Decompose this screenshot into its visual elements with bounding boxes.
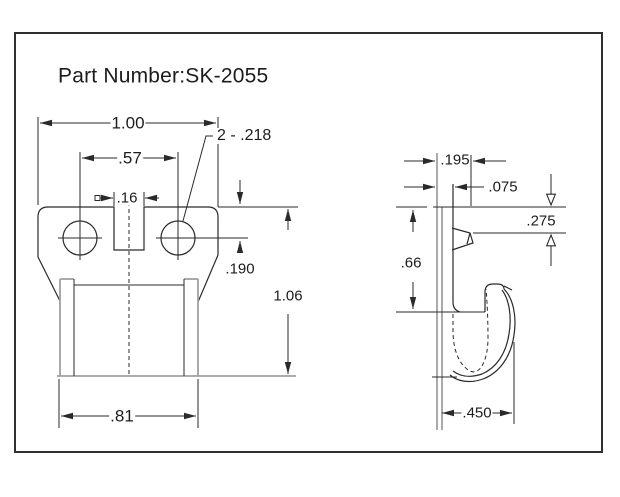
dim-overall-height: 1.06 bbox=[272, 287, 304, 305]
front-view-drawing bbox=[37, 195, 296, 377]
side-front-face-edges bbox=[436, 153, 443, 430]
front-body-gray-edges bbox=[57, 278, 296, 377]
hole-crosshairs bbox=[58, 216, 248, 260]
hook-tip-face bbox=[503, 285, 513, 291]
side-view-dimensions bbox=[396, 155, 566, 424]
page-title: Part Number:SK-2055 bbox=[57, 64, 270, 88]
front-plate-outline bbox=[37, 206, 219, 303]
sheet-border bbox=[14, 32, 603, 453]
hole-callout: 2 - .218 bbox=[216, 127, 273, 144]
dim-hole-center-from-top: .190 bbox=[224, 260, 256, 278]
hook-tip bbox=[484, 283, 505, 312]
dim-hole-spacing: .57 bbox=[117, 148, 143, 168]
hook-outer-curve bbox=[449, 288, 516, 383]
dim-barb-depth: .275 bbox=[525, 212, 557, 230]
front-body-inner-edges bbox=[73, 279, 185, 376]
dim-material-thickness: .075 bbox=[487, 178, 519, 196]
hole-callout-leader bbox=[182, 135, 213, 222]
barb bbox=[451, 227, 474, 251]
dim-tail-square bbox=[94, 195, 101, 201]
dim-flat-height: .66 bbox=[399, 254, 423, 272]
hidden-line-curve bbox=[452, 288, 489, 373]
dim-slot-width: .16 bbox=[115, 189, 139, 207]
dim-body-width: .81 bbox=[109, 406, 135, 426]
hook-inner-curve bbox=[452, 289, 511, 377]
dim-hook-depth: .450 bbox=[461, 404, 493, 422]
front-view-dimensions bbox=[37, 117, 298, 428]
dim-overall-width: 1.00 bbox=[110, 113, 146, 133]
barb-inner-edge bbox=[466, 232, 471, 245]
dim-overall-depth: .195 bbox=[439, 151, 471, 169]
